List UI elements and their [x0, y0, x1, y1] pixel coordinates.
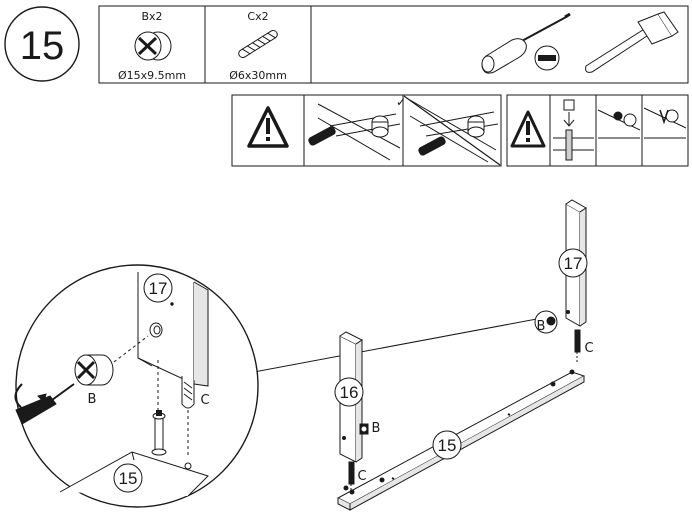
warning-box-dowel: ✓ [231, 94, 502, 167]
incorrect-install-sketch [403, 95, 501, 166]
cam-lock-icon [134, 31, 172, 61]
hardware-b-code: Bx2 [141, 10, 162, 23]
panel-16: 16 B C [334, 331, 381, 494]
dowel-icon [238, 29, 278, 59]
label-15: 15 [438, 436, 457, 455]
zoom-label-17: 17 [149, 279, 168, 298]
label-c-16: C [357, 469, 366, 484]
zoom-label-c: C [200, 393, 209, 408]
warning-triangle-icon [510, 110, 546, 148]
label-b-16: B [372, 421, 381, 436]
label-c-17: C [584, 341, 593, 356]
hardware-b-size: Ø15x9.5mm [118, 69, 186, 82]
hardware-c-size: Ø6x30mm [229, 69, 287, 82]
panel-15: 15 [336, 369, 586, 511]
warning-box-cam-lock [506, 94, 689, 167]
cam-insert-sketch-3 [643, 107, 687, 139]
label-b-17: B [537, 319, 546, 334]
zoom-label-b: B [88, 392, 97, 407]
check-mark: ✓ [396, 95, 406, 109]
step-badge: 15 [4, 6, 80, 82]
zoom-leader-line [253, 317, 543, 373]
step-number: 15 [20, 24, 65, 68]
dowel-c-16 [348, 461, 355, 494]
hammer-icon [585, 11, 679, 73]
screwdriver-icon [14, 383, 75, 425]
correct-install-sketch: ✓ [308, 95, 406, 161]
warning-triangle-icon [247, 106, 289, 148]
hardware-c-code: Cx2 [247, 10, 268, 23]
hardware-box: Bx2 Ø15x9.5mm Cx2 Ø6x30mm [98, 5, 689, 84]
cam-insert-sketch-2 [597, 109, 641, 139]
label-16: 16 [340, 383, 359, 402]
zoom-label-15: 15 [119, 469, 138, 488]
screwdriver-icon [481, 12, 571, 74]
label-17: 17 [564, 254, 583, 273]
cam-bolt-detail [151, 410, 167, 456]
cam-lock-b-16 [359, 423, 369, 435]
panel-17: 17 B C [537, 199, 594, 364]
flathead-slot-icon [534, 45, 560, 71]
zoom-detail: 17 B C 15 [14, 264, 259, 508]
cam-insert-sketch-1 [553, 99, 594, 161]
dowel-c-17 [574, 329, 581, 364]
zoom-target-cam [546, 316, 556, 326]
dowel-c-detail [181, 376, 195, 409]
zoom-target-circle [534, 310, 558, 334]
cam-lock-b-detail [74, 354, 114, 386]
